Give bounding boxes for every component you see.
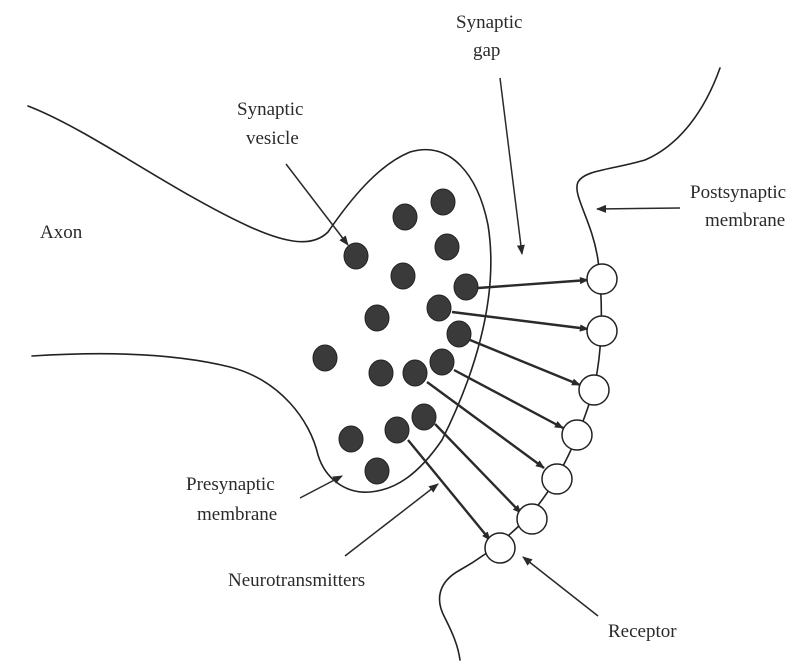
neurotransmitter-arrow (408, 440, 490, 540)
neurotransmitter-arrow (478, 280, 588, 288)
synaptic-vesicle-label-line1: Synaptic (237, 99, 304, 120)
vesicle (339, 426, 363, 452)
vesicle (344, 243, 368, 269)
presynaptic-label-line2: membrane (197, 504, 277, 525)
postsynaptic-membrane-outline (440, 68, 720, 660)
receptors (485, 264, 617, 563)
presynaptic-upper-outline (28, 106, 491, 492)
vesicle (454, 274, 478, 300)
receptor-circle (562, 420, 592, 450)
vesicle (427, 295, 451, 321)
postsynaptic-label-line1: Postsynaptic (690, 182, 786, 203)
vesicle (365, 458, 389, 484)
vesicle (365, 305, 389, 331)
vesicle (412, 404, 436, 430)
receptor-circle (579, 375, 609, 405)
receptor-circle (587, 316, 617, 346)
synaptic-vesicles (313, 189, 478, 484)
vesicle (393, 204, 417, 230)
synaptic-vesicle-label-line2: vesicle (246, 128, 299, 149)
neurotransmitter-arrow (452, 312, 588, 329)
vesicle (403, 360, 427, 386)
neurotransmitter-arrow (470, 340, 580, 385)
receptor-circle (485, 533, 515, 563)
receptor-pointer (523, 557, 598, 616)
synaptic-gap-pointer (500, 78, 522, 254)
synaptic-vesicle-pointer (286, 164, 348, 245)
presynaptic-pointer (300, 476, 342, 498)
vesicle (369, 360, 393, 386)
neurotransmitter-arrow (427, 382, 544, 468)
synaptic-gap-label-line2: gap (473, 40, 500, 61)
receptor-circle (542, 464, 572, 494)
vesicle (435, 234, 459, 260)
presynaptic-label-line1: Presynaptic (186, 474, 275, 495)
vesicle (313, 345, 337, 371)
vesicle (385, 417, 409, 443)
postsynaptic-pointer (597, 208, 680, 209)
neurotransmitter-arrow (435, 424, 521, 513)
axon-label: Axon (40, 222, 83, 243)
neurotransmitters-pointer (345, 484, 438, 556)
receptor-circle (587, 264, 617, 294)
synaptic-gap-label-line1: Synaptic (456, 12, 523, 33)
receptor-label: Receptor (608, 621, 677, 642)
neurotransmitters-label: Neurotransmitters (228, 570, 365, 591)
vesicle (391, 263, 415, 289)
postsynaptic-label-line2: membrane (705, 210, 785, 231)
label-arrows (286, 78, 680, 616)
vesicle (447, 321, 471, 347)
vesicle (430, 349, 454, 375)
neurotransmitter-arrow (454, 370, 563, 428)
receptor-circle (517, 504, 547, 534)
vesicle (431, 189, 455, 215)
